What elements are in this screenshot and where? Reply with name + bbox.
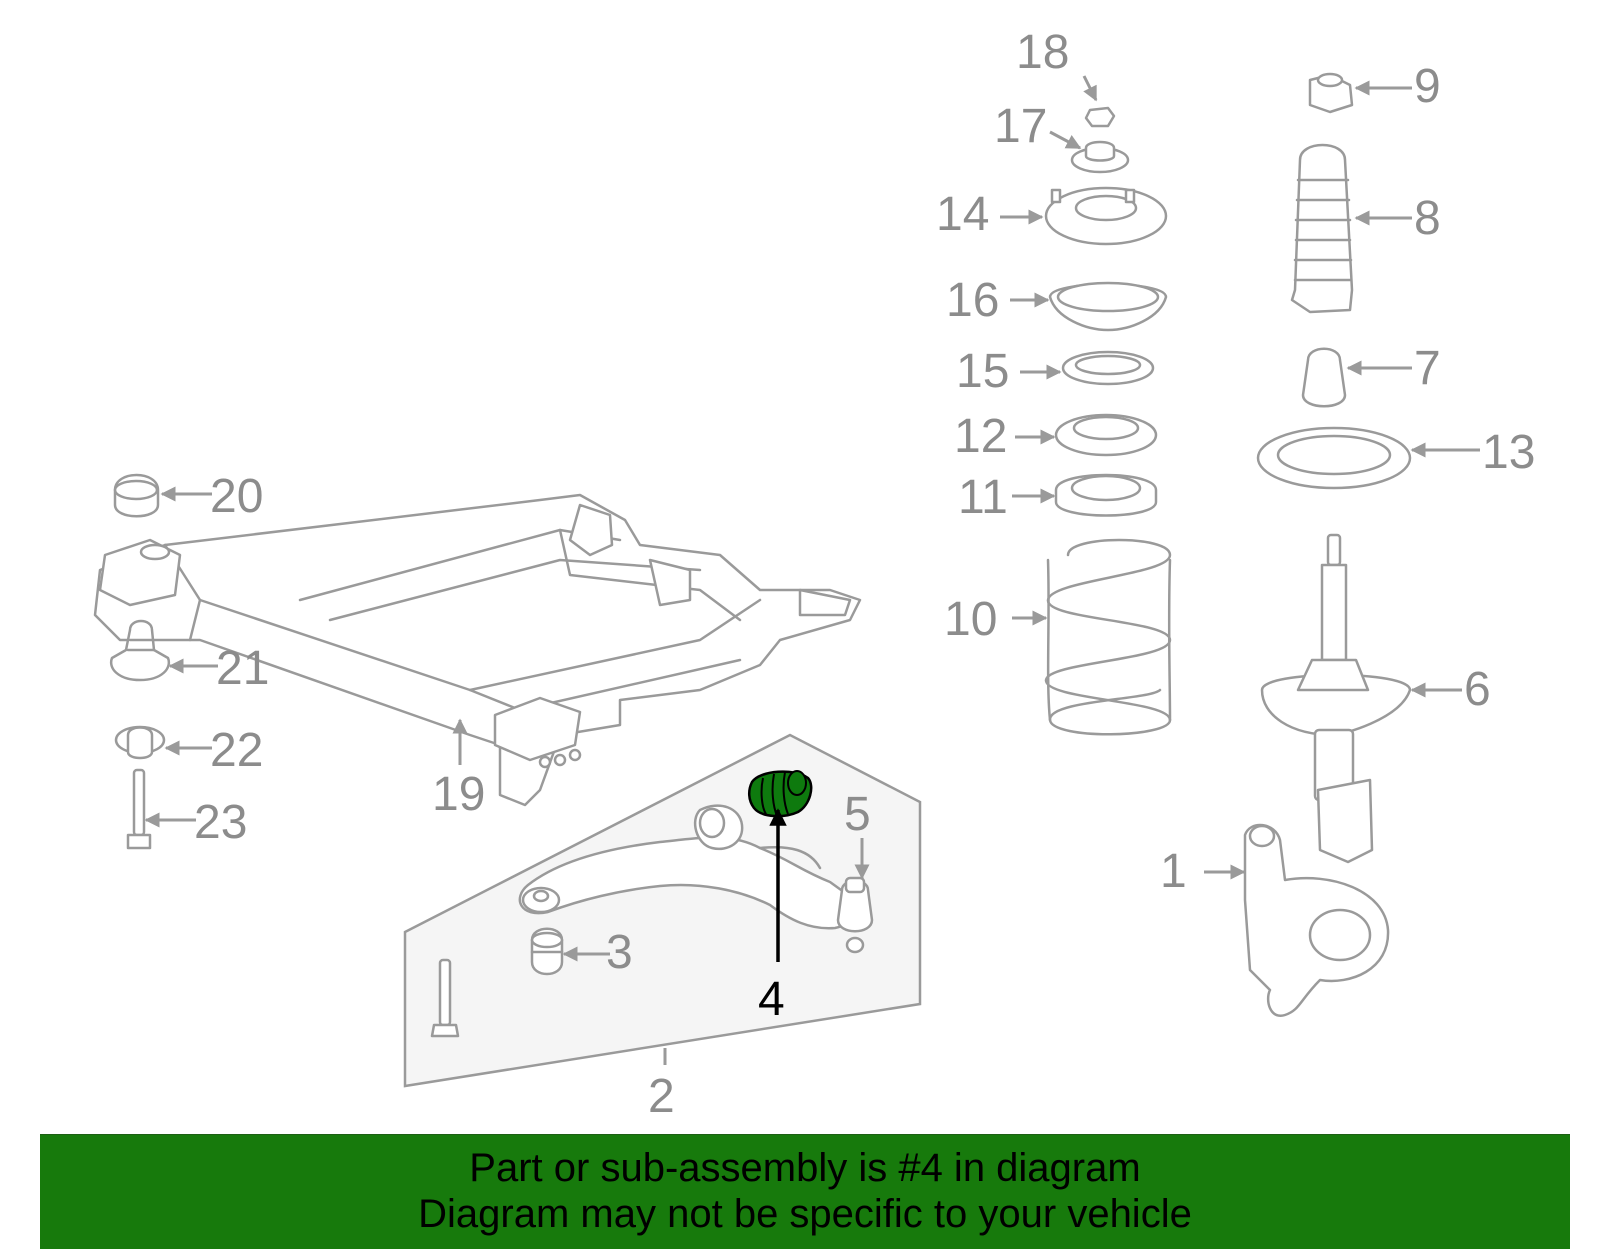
front-cradle-subframe bbox=[93, 493, 862, 807]
cradle-mount-retainer bbox=[114, 725, 166, 760]
jounce-cap bbox=[1308, 72, 1354, 114]
control-arm-kit-panel bbox=[403, 733, 922, 1088]
leader-lines bbox=[144, 75, 1480, 1065]
callout-3: 3 bbox=[606, 926, 633, 979]
strut-assembly bbox=[1260, 533, 1412, 864]
footer-line-1: Part or sub-assembly is #4 in diagram bbox=[469, 1146, 1141, 1190]
footer-banner: Part or sub-assembly is #4 in diagram Di… bbox=[40, 1134, 1570, 1249]
footer-line-2: Diagram may not be specific to your vehi… bbox=[418, 1192, 1192, 1236]
callout-9: 9 bbox=[1414, 60, 1441, 113]
callout-14: 14 bbox=[936, 188, 989, 241]
callout-10: 10 bbox=[944, 593, 997, 646]
insulator-upper bbox=[1054, 413, 1158, 457]
callout-19: 19 bbox=[432, 768, 485, 821]
callout-6: 6 bbox=[1464, 663, 1491, 716]
callout-12: 12 bbox=[954, 410, 1007, 463]
callout-5: 5 bbox=[844, 788, 871, 841]
callout-4: 4 bbox=[758, 973, 785, 1026]
bumper bbox=[1301, 347, 1347, 408]
callout-15: 15 bbox=[956, 345, 1009, 398]
callout-23: 23 bbox=[194, 796, 247, 849]
spring-seat-upper bbox=[1048, 281, 1168, 332]
callout-13: 13 bbox=[1482, 426, 1535, 479]
kit-bolt bbox=[430, 958, 460, 1038]
cradle-bolt bbox=[126, 768, 152, 850]
callout-17: 17 bbox=[994, 100, 1047, 153]
bushing-part-3 bbox=[530, 927, 564, 976]
callout-16: 16 bbox=[946, 274, 999, 327]
callout-20: 20 bbox=[210, 470, 263, 523]
callout-1: 1 bbox=[1160, 845, 1187, 898]
washer bbox=[1070, 140, 1130, 174]
callout-labels: 1 2 3 4 5 6 7 8 9 10 11 12 13 14 15 16 1… bbox=[194, 26, 1535, 1123]
callout-22: 22 bbox=[210, 724, 263, 777]
callout-11: 11 bbox=[958, 471, 1008, 524]
callout-8: 8 bbox=[1414, 192, 1441, 245]
cradle-mount-upper bbox=[113, 473, 160, 518]
callout-2: 2 bbox=[648, 1070, 675, 1123]
insulator-lower bbox=[1054, 473, 1158, 517]
bearing bbox=[1061, 350, 1155, 386]
nut bbox=[1084, 106, 1116, 128]
coil-spring bbox=[1044, 538, 1172, 736]
callout-21: 21 bbox=[216, 642, 269, 695]
strut-mount bbox=[1044, 186, 1168, 246]
highlighted-bushing-part-4 bbox=[748, 770, 813, 818]
callout-18: 18 bbox=[1016, 26, 1069, 79]
steering-knuckle bbox=[1243, 823, 1390, 1018]
lower-control-arm bbox=[518, 804, 858, 930]
callout-7: 7 bbox=[1414, 342, 1441, 395]
cradle-mount-lower bbox=[109, 619, 171, 682]
ball-joint bbox=[836, 876, 874, 954]
spring-seat-lower bbox=[1256, 426, 1412, 490]
dust-boot bbox=[1290, 143, 1354, 314]
